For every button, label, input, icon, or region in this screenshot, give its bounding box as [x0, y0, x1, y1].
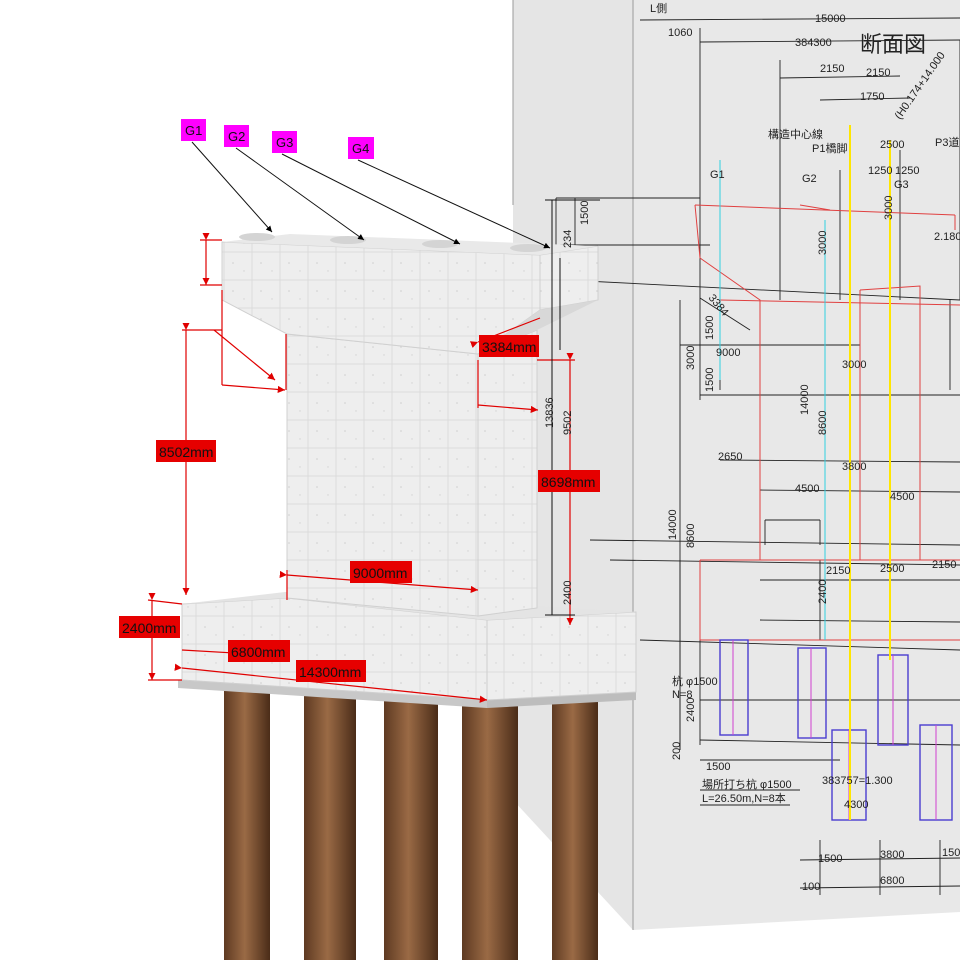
drawing-dim: 100	[802, 881, 820, 893]
drawing-dim: 6800	[880, 875, 904, 887]
model-dim-label: 13836	[544, 397, 556, 428]
drawing-dim: 3800	[842, 461, 866, 473]
drawing-note-pile-spec: L=26.50m,N=8本	[702, 791, 786, 805]
drawing-dim: 384300	[795, 37, 832, 49]
drawing-note-road: P3道路	[935, 135, 960, 149]
drawing-dim: 3000	[842, 359, 866, 371]
drawing-dim: 1500	[704, 316, 716, 340]
dim-tag-footing-length: 14300mm	[296, 660, 366, 682]
girder-tag-label: G4	[352, 141, 369, 156]
drawing-dim: 1500	[706, 761, 730, 773]
drawing-note-pile-pos: 383757=1.300	[822, 775, 893, 787]
dim-tag-label: 6800mm	[231, 644, 285, 660]
girder-tag-label: G3	[276, 135, 293, 150]
drawing-dim: 1500	[818, 853, 842, 865]
model-dim-label: 234	[562, 230, 574, 248]
drawing-dim: 2400	[817, 580, 829, 604]
drawing-dim: 15000	[815, 13, 846, 25]
dim-tag-label: 3384mm	[482, 339, 536, 355]
drawing-dim: 14000	[667, 509, 679, 540]
drawing-note-pile-dia: 杭 φ1500	[672, 674, 718, 688]
drawing-dim: 8600	[685, 524, 697, 548]
drawing-dim: 3000	[817, 231, 829, 255]
drawing-dim: 8600	[817, 411, 829, 435]
drawing-dim: 1060	[668, 27, 692, 39]
pile	[304, 696, 356, 960]
drawing-title: 断面図	[860, 32, 926, 57]
drawing-dim: 1500	[704, 368, 716, 392]
girder-tag-label: G2	[228, 129, 245, 144]
model-dim-label: 2400	[562, 581, 574, 605]
drawing-dim: 2500	[880, 139, 904, 151]
model-dim-label: 1500	[579, 201, 591, 225]
dim-tag-label: 8698mm	[541, 474, 595, 490]
girder-tag-g2: G2	[224, 125, 249, 147]
drawing-note-pile-count: N=8	[672, 689, 693, 701]
drawing-dim: 14000	[799, 384, 811, 415]
girder-tag-g3: G3	[272, 131, 297, 153]
drawing-dim: 1250	[868, 165, 892, 177]
girder-tag-g4: G4	[348, 137, 374, 159]
dim-tag-column-height-left: 8502mm	[156, 440, 216, 462]
pile	[462, 700, 518, 960]
pier-cap	[221, 233, 599, 355]
girder-leaders	[191, 141, 551, 249]
drawing-note-pier: P1橋脚	[812, 141, 847, 155]
drawing-note-centerline: 構造中心線	[768, 127, 823, 141]
dim-tag-label: 9000mm	[353, 565, 407, 581]
dim-tag-footing-partial: 6800mm	[228, 640, 290, 662]
drawing-note-pile-spec: 場所打ち杭 φ1500	[702, 777, 792, 791]
drawing-dim: 2150	[826, 565, 850, 577]
model-dimension-lines	[545, 199, 600, 616]
dim-tag-footing-height: 2400mm	[119, 616, 180, 638]
model-dim-label: 9502	[562, 411, 574, 435]
dim-tag-column-height-right: 8698mm	[538, 470, 600, 492]
drawing-dim: 4500	[890, 491, 914, 503]
drawing-dim: 2650	[718, 451, 742, 463]
girder-tag-label: G1	[185, 123, 202, 138]
drawing-dim: 2150	[866, 67, 890, 79]
drawing-dim: 2500	[880, 563, 904, 575]
drawing-dim: 2150	[932, 559, 956, 571]
dim-tag-column-width: 9000mm	[350, 561, 412, 583]
drawing-girder-mark: G3	[894, 179, 909, 191]
drawing-dim: 2150	[820, 63, 844, 75]
drawing-dim: 200	[671, 742, 683, 760]
dim-tag-label: 8502mm	[159, 444, 213, 460]
column	[286, 329, 538, 617]
drawing-dim: 9000	[716, 347, 740, 359]
pile	[224, 690, 270, 960]
drawing-girder-mark: G2	[802, 173, 817, 185]
drawing-girder-mark: G1	[710, 169, 725, 181]
drawing-dim: 1750	[860, 91, 884, 103]
pile	[552, 696, 598, 960]
drawing-dim: 3800	[880, 849, 904, 861]
drawing-dim: 1500	[942, 847, 960, 859]
drawing-dim: 3000	[685, 346, 697, 370]
drawing-note-pile-num: 4300	[844, 799, 868, 811]
dim-tag-label: 2400mm	[122, 620, 176, 636]
drawing-dim: 2400	[685, 698, 697, 722]
piles	[224, 690, 598, 960]
drawing-corner-tag: L側	[650, 2, 667, 15]
dim-tag-label: 14300mm	[299, 664, 361, 680]
drawing-dim: 3000	[883, 196, 895, 220]
drawing-dim: 1250	[895, 165, 919, 177]
girder-tag-g1: G1	[181, 119, 206, 141]
drawing-dim: 4500	[795, 483, 819, 495]
drawing-dim: 2.180	[934, 231, 960, 243]
dimension-lines	[147, 232, 575, 703]
pile	[384, 700, 438, 960]
dim-tag-cap-overhang: 3384mm	[479, 335, 539, 357]
